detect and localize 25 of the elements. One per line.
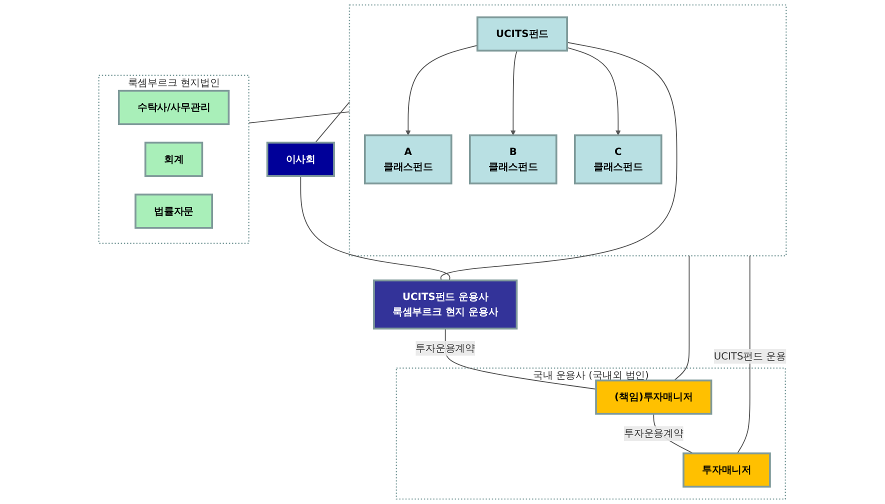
node-box: 법률자문	[134, 194, 214, 229]
edge-label: 투자운용계약	[416, 342, 475, 354]
arrow	[510, 50, 518, 136]
node-box: UCITS펀드 운용사 룩셈부르크 현지 운용사	[373, 279, 518, 330]
node-box: A 클래스펀드	[364, 134, 452, 184]
node-box: 이사회	[266, 142, 335, 177]
arrow	[405, 44, 478, 136]
arrow	[566, 47, 621, 136]
cluster	[348, 4, 787, 256]
node-box: UCITS펀드	[476, 16, 568, 52]
connector	[300, 176, 450, 281]
connector	[736, 255, 750, 454]
node-box: C 클래스펀드	[574, 134, 662, 184]
node-box: 회계	[144, 142, 204, 177]
node-box: 수탁사/사무관리	[118, 90, 230, 126]
connector	[444, 328, 596, 390]
node-box: (책임)투자매니저	[595, 380, 712, 415]
connector	[674, 255, 690, 381]
connector	[440, 42, 678, 281]
connector	[314, 102, 350, 144]
node-box: B 클래스펀드	[468, 134, 558, 184]
connector	[248, 111, 350, 124]
node-box: 투자매니저	[682, 452, 771, 488]
edge-label: UCITS펀드 운용	[714, 350, 786, 362]
edge-label: 투자운용계약	[624, 427, 684, 440]
